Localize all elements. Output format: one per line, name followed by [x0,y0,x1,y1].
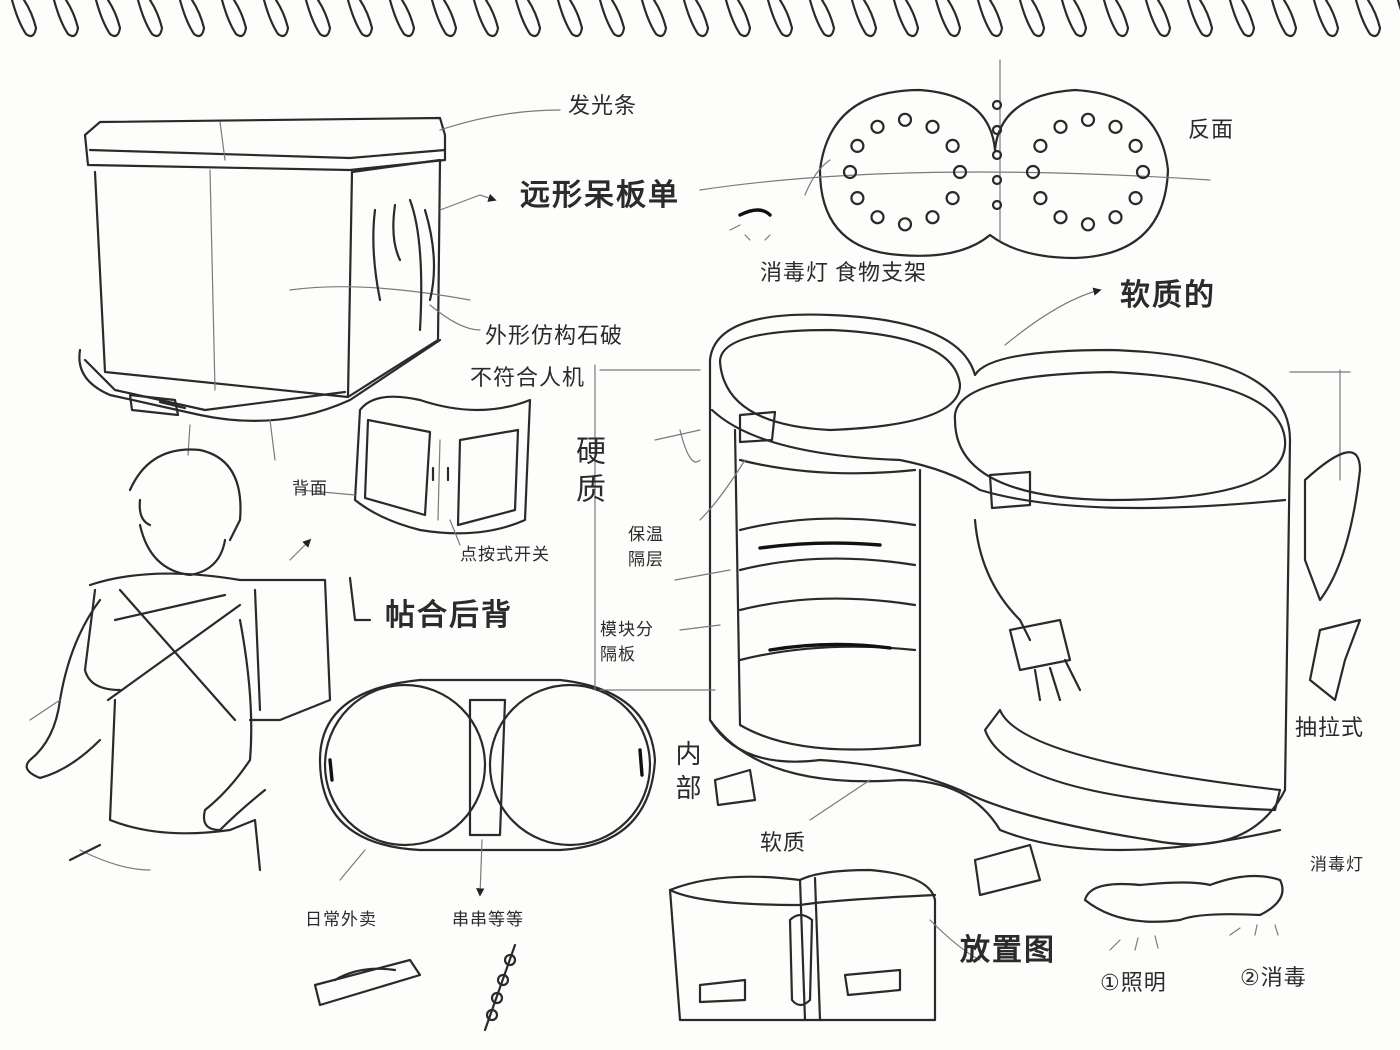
reverse-side-view-sketch [700,60,1210,258]
spiral-ring-icon [516,0,540,36]
vent-hole [1130,192,1142,204]
spiral-ring-icon [978,0,1002,36]
spiral-ring-icon [1356,0,1380,36]
spiral-ring-icon [54,0,78,36]
label-modular-divider: 模块分隔板 [600,615,670,665]
vent-hole [1055,211,1067,223]
label-daily-takeout: 日常外卖 [305,905,377,930]
spiral-ring-icon [894,0,918,36]
spiral-ring-icon [642,0,666,36]
vent-hole [1082,218,1094,230]
vent-hole [899,218,911,230]
spiral-ring-icon [12,0,36,36]
label-back-side: 背面 [292,474,328,499]
label-soft-material: 软质的 [1120,270,1216,314]
spiral-ring-icon [852,0,876,36]
skewer-tray-sketch [315,945,515,1030]
spiral-ring-icon [138,0,162,36]
vent-hole [1055,121,1067,133]
vent-hole [1130,140,1142,152]
label-skewers: 串串等等 [452,905,524,930]
vent-hole [1034,192,1046,204]
label-shape-critique: 外形仿构石破 [485,318,623,350]
vent-hole [872,211,884,223]
spiral-ring-icon [600,0,624,36]
backrest-panel-sketch [355,397,530,534]
label-pull-out: 抽拉式 [1295,710,1364,742]
spiral-ring-icon [726,0,750,36]
person-sketch [27,450,370,871]
spiral-ring-icon [1062,0,1086,36]
spiral-ring-icon [264,0,288,36]
label-light-strip: 发光条 [568,88,637,120]
label-hard-material: 硬质 [565,435,609,511]
spiral-ring-icon [684,0,708,36]
vent-hole [947,140,959,152]
label-lighting: ①照明 [1100,965,1167,997]
vent-hole [1034,140,1046,152]
vent-hole [1082,114,1094,126]
label-interior: 内部 [668,740,705,808]
label-disinfect: ②消毒 [1240,960,1307,992]
spiral-ring-icon [1230,0,1254,36]
label-fit-back: 帖合后背 [385,590,513,634]
vent-hole [927,121,939,133]
placement-view-sketch [670,870,935,1020]
vent-hole [927,211,939,223]
vent-hole [851,140,863,152]
spiral-ring-icon [180,0,204,36]
main-device-sketch [595,315,1360,895]
vent-hole [1110,211,1122,223]
vent-hole [899,114,911,126]
label-placement-view: 放置图 [960,925,1056,969]
spiral-ring-icon [432,0,456,36]
spiral-ring-icon [1146,0,1170,36]
spiral-ring-icon [348,0,372,36]
spiral-ring-icon [390,0,414,36]
spiral-ring-icon [474,0,498,36]
round-base-sketch [320,680,655,850]
label-push-switch: 点按式开关 [460,540,550,565]
spiral-ring-icon [1272,0,1296,36]
vent-hole [1110,121,1122,133]
label-shape-dull: 远形呆板单 [520,170,680,214]
delivery-box-sketch [79,118,470,421]
spiral-ring-icon [96,0,120,36]
spiral-ring-icon [222,0,246,36]
label-uv-lamp: 消毒灯 [1310,850,1364,875]
spiral-ring-icon [936,0,960,36]
label-uv-lamp-top: 消毒灯 [760,255,829,287]
disinfect-lamp-sketch [1085,876,1283,950]
spiral-ring-icon [558,0,582,36]
label-insulation-layer: 保温隔层 [628,520,678,570]
spiral-ring-icon [1020,0,1044,36]
label-soft-bottom: 软质 [760,825,806,857]
label-reverse: 反面 [1188,112,1234,144]
spiral-binding-ring-icon [12,0,1400,36]
label-not-ergonomic: 不符合人机 [470,360,585,392]
spiral-ring-icon [810,0,834,36]
spiral-ring-icon [1104,0,1128,36]
label-food-rack: 食物支架 [835,255,927,287]
spiral-ring-icon [1314,0,1338,36]
vent-hole [844,166,856,178]
spiral-ring-icon [768,0,792,36]
spiral-ring-icon [1188,0,1212,36]
vent-hole [872,121,884,133]
vent-hole [947,192,959,204]
vent-hole [851,192,863,204]
spiral-ring-icon [306,0,330,36]
